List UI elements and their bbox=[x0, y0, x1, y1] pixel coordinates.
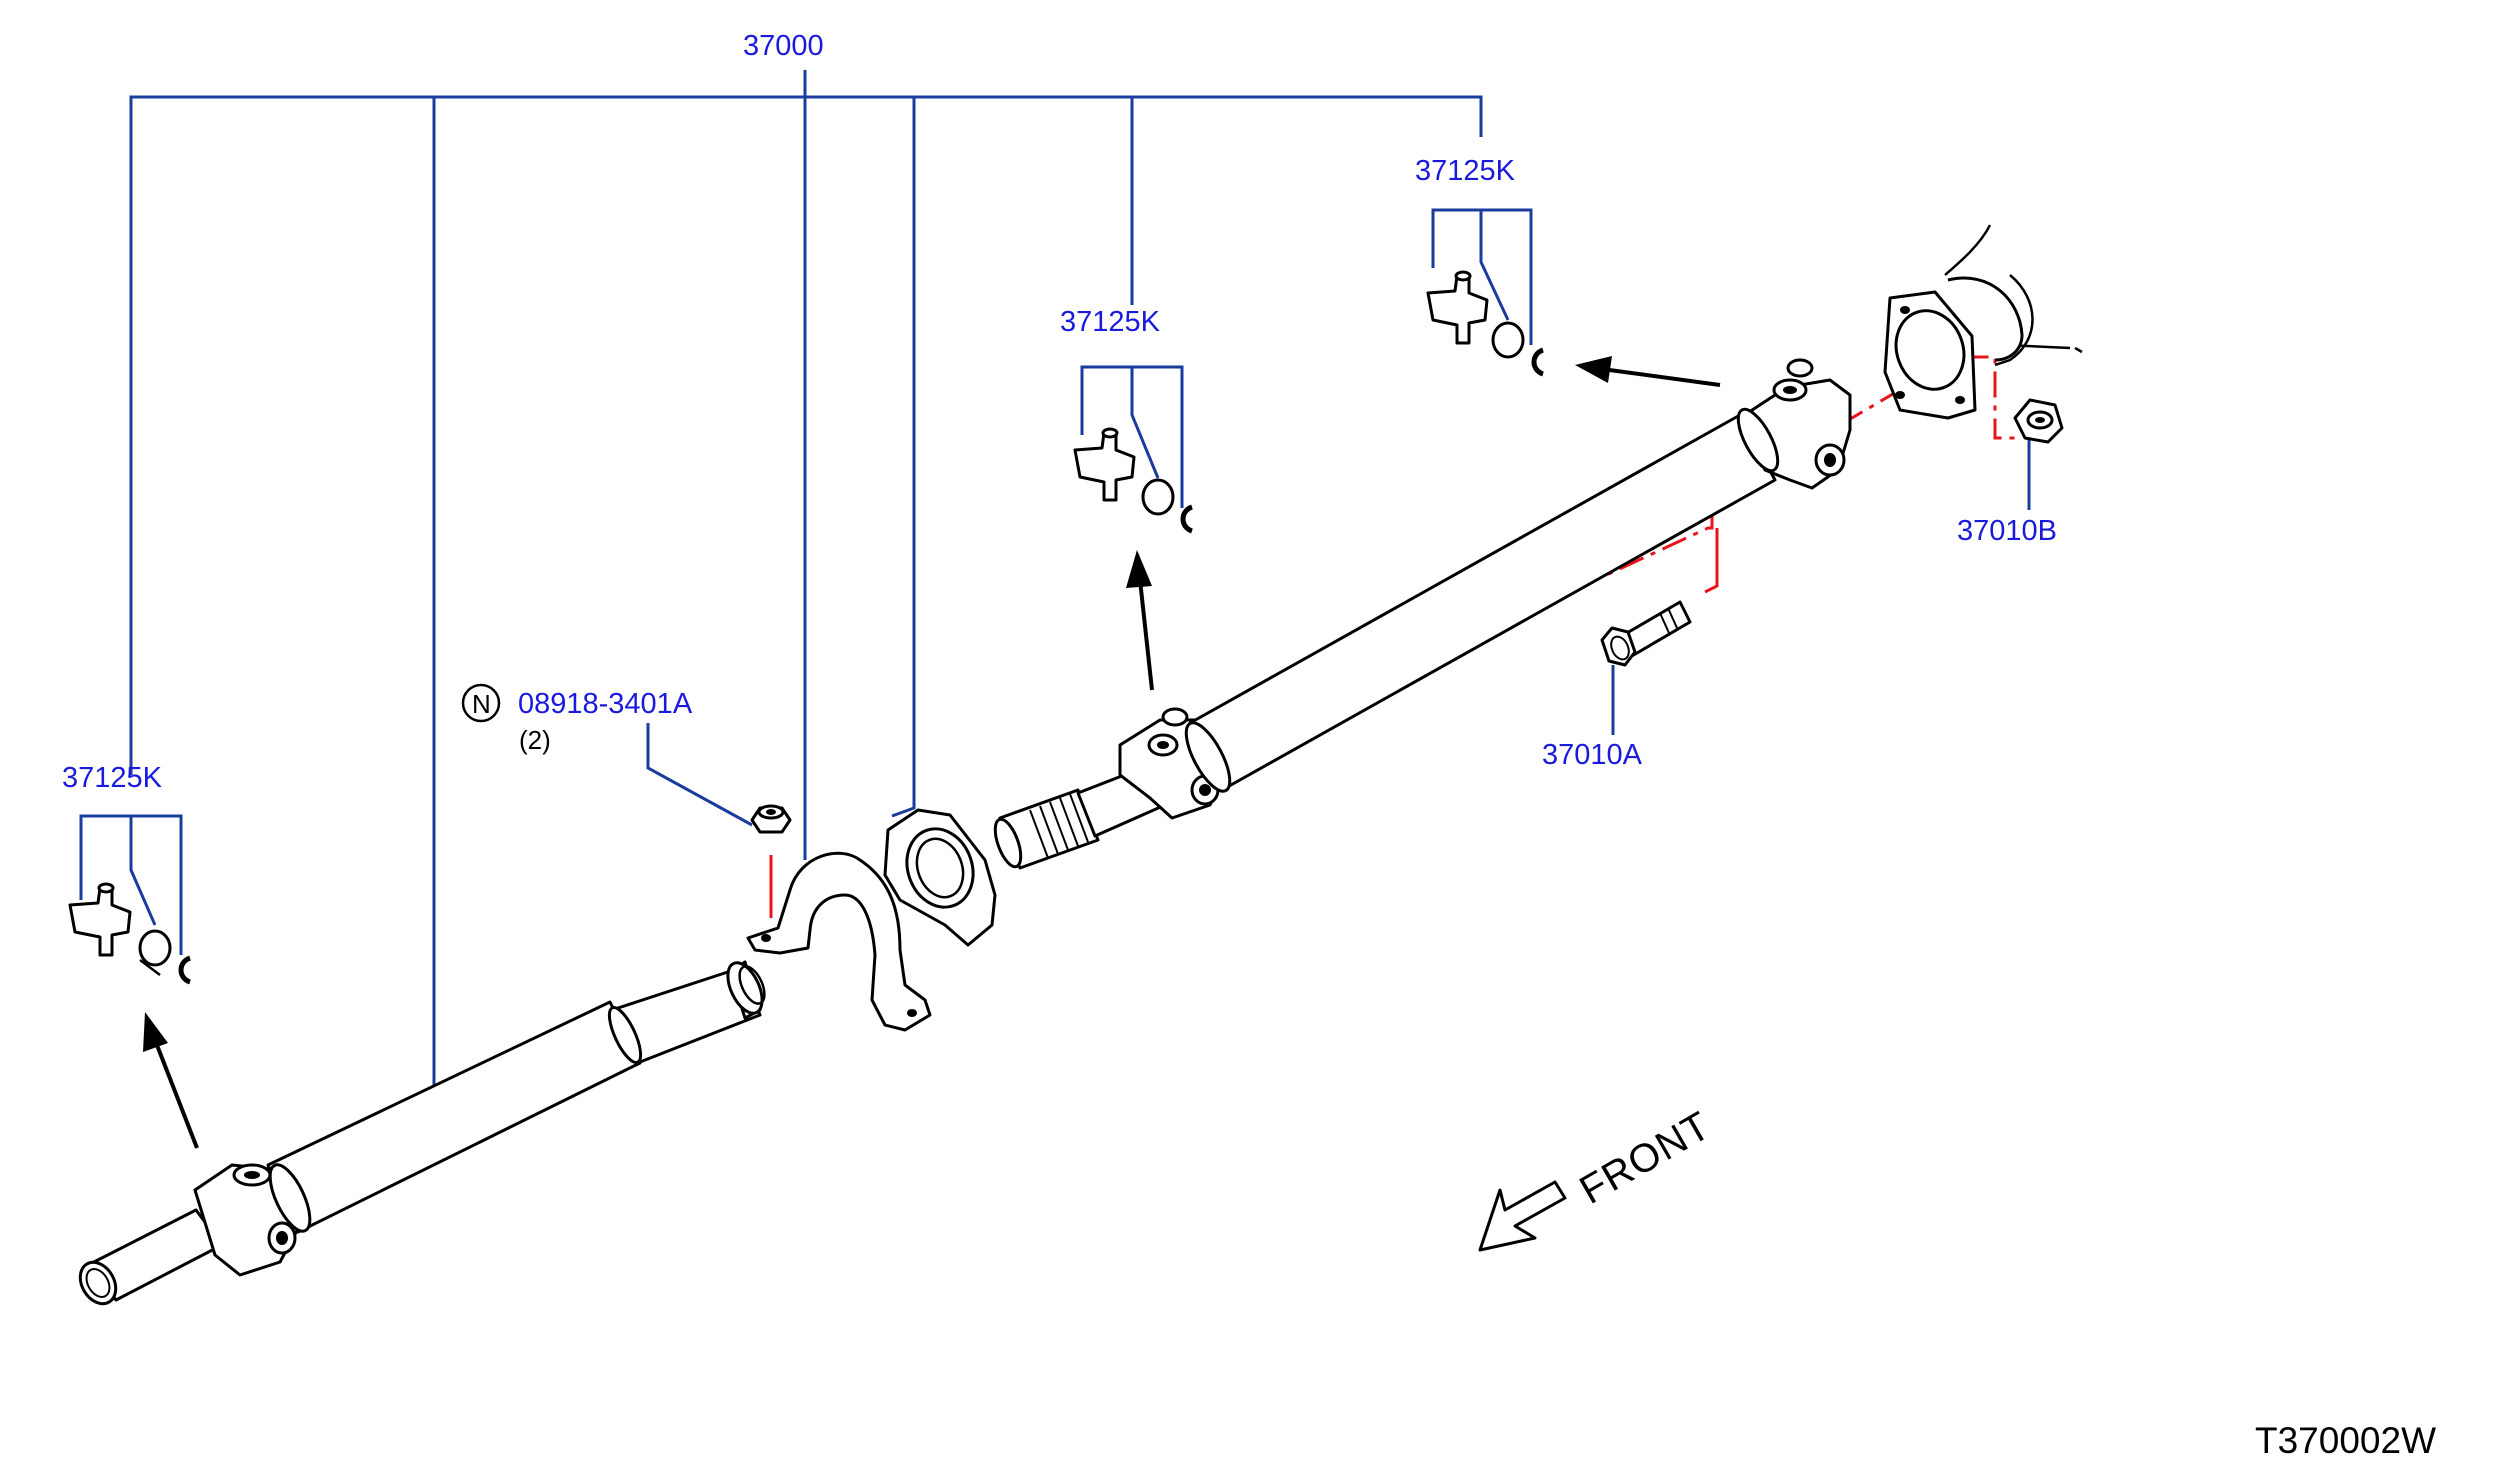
assembly-leader-lines bbox=[129, 70, 1483, 1086]
n-symbol-label: N bbox=[472, 689, 491, 719]
front-label: FRONT bbox=[1573, 1103, 1719, 1212]
nut-leader-line bbox=[646, 723, 753, 827]
callout-joint-kit-center: 37125K bbox=[1060, 306, 1161, 338]
bolt bbox=[1600, 600, 1692, 667]
callout-bolt: 37010A bbox=[1542, 739, 1643, 771]
detail-arrows bbox=[143, 356, 1721, 1149]
callout-flange-nut: 37010B bbox=[1957, 515, 2057, 547]
callout-assembly: 37000 bbox=[743, 30, 824, 62]
lock-nut bbox=[750, 804, 792, 834]
flange-nut bbox=[2013, 398, 2064, 444]
rear-shaft bbox=[993, 358, 1852, 870]
callout-joint-kit-left: 37125K bbox=[62, 762, 163, 794]
front-direction-indicator: FRONT bbox=[1478, 1103, 1719, 1252]
callout-nut-quantity: (2) bbox=[519, 725, 551, 755]
joint-kit-right-bracket bbox=[1431, 208, 1533, 345]
joint-kit-left-bracket bbox=[79, 814, 183, 955]
center-bearing bbox=[883, 808, 997, 947]
n-symbol: N bbox=[461, 683, 501, 723]
joint-kit-left bbox=[68, 882, 192, 985]
callout-nut-part: 08918-3401A bbox=[518, 688, 693, 720]
diagram-id: T370002W bbox=[2255, 1420, 2436, 1461]
differential-flange bbox=[1883, 224, 2083, 420]
joint-kit-right bbox=[1426, 270, 1545, 377]
front-shaft bbox=[78, 960, 766, 1306]
callout-joint-kit-right: 37125K bbox=[1415, 155, 1516, 187]
support-strap bbox=[746, 851, 932, 1032]
joint-kit-center-bracket bbox=[1080, 365, 1184, 508]
joint-kit-center bbox=[1073, 427, 1194, 534]
